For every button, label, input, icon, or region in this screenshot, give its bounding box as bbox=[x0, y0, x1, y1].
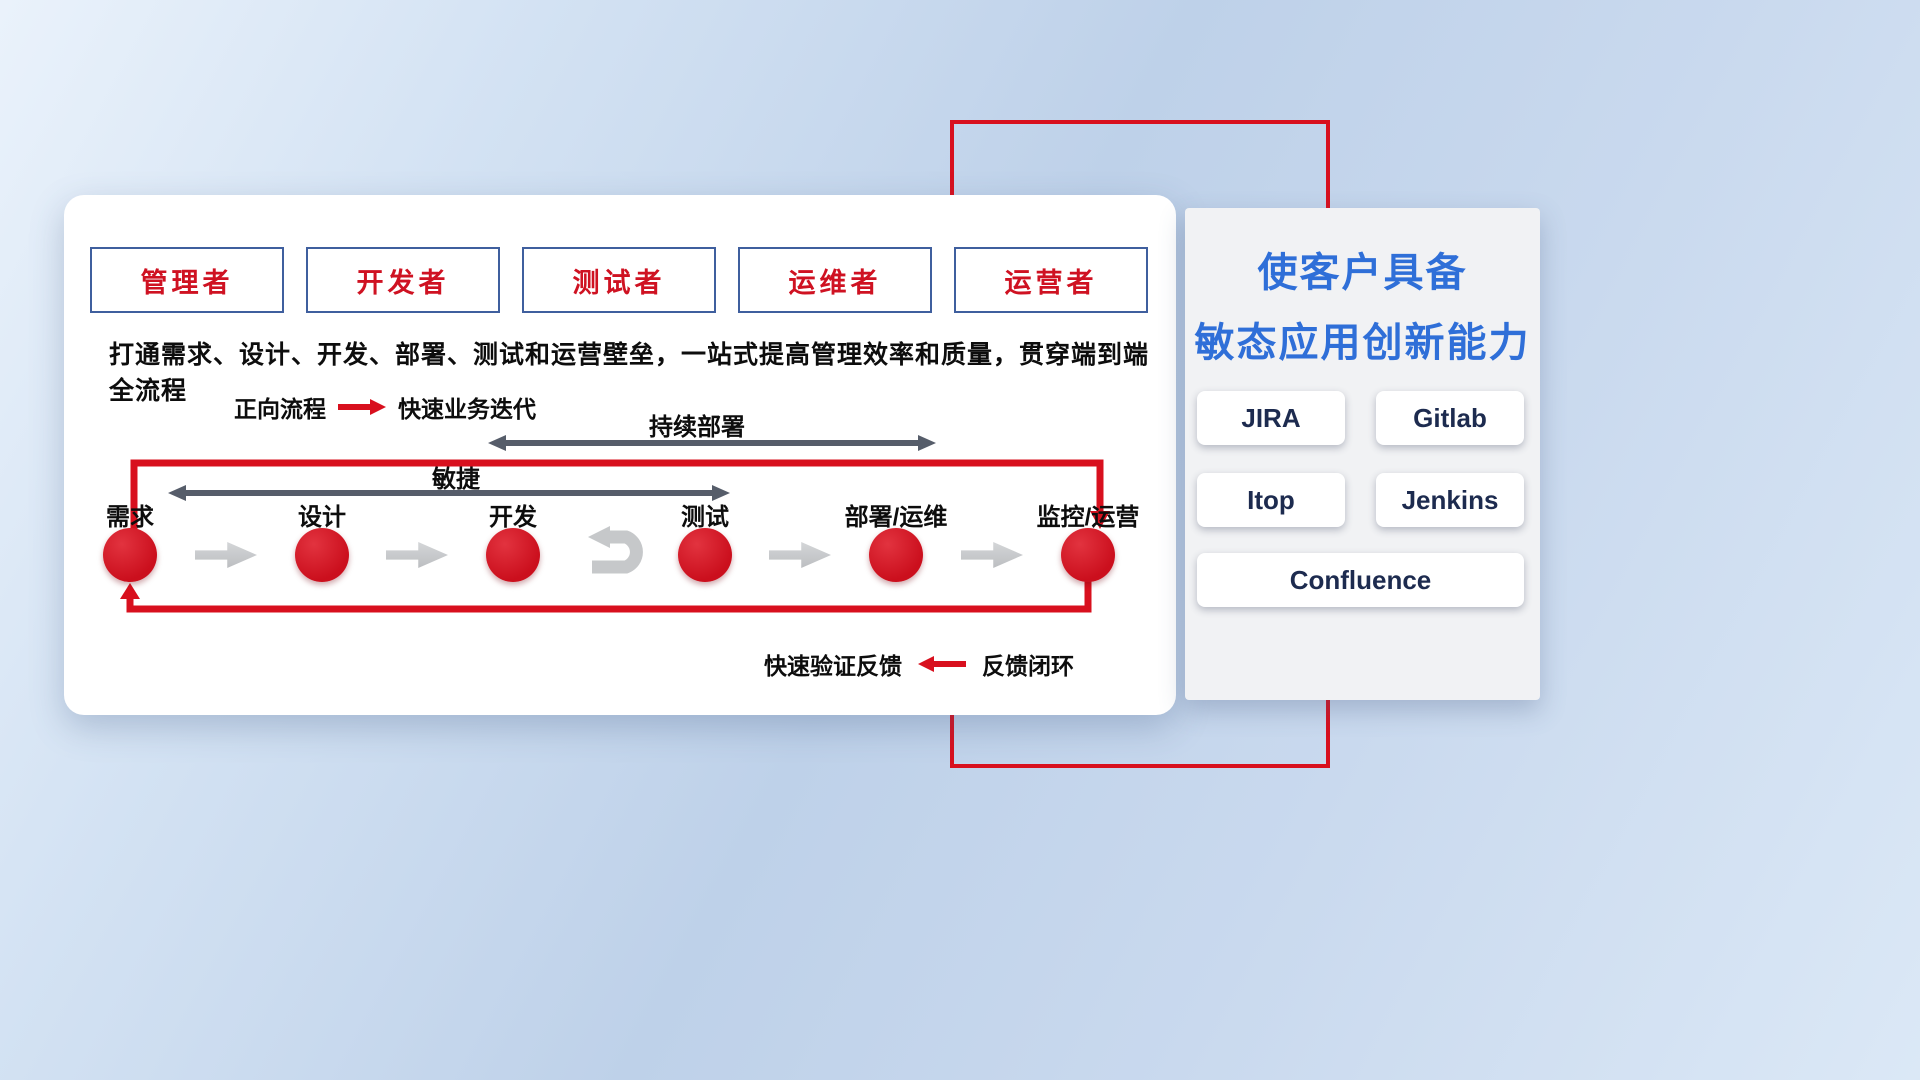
role-label: 测试者 bbox=[572, 267, 666, 298]
role-box-operator: 运营者 bbox=[954, 247, 1148, 313]
continuous-deploy-arrow-icon bbox=[488, 435, 936, 451]
devops-flow-panel: 管理者 开发者 测试者 运维者 运营者 打通需求、设计、开发、部署、测试和运营壁… bbox=[64, 195, 1176, 715]
tool-chip-gitlab: Gitlab bbox=[1376, 391, 1524, 445]
feedback-legend: 快速验证反馈 反馈闭环 bbox=[764, 647, 1074, 681]
forward-flow-label: 正向流程 bbox=[234, 396, 326, 422]
step-label-test: 测试 bbox=[681, 504, 729, 531]
step-node-develop bbox=[486, 528, 540, 582]
agile-arrow-icon bbox=[168, 485, 730, 501]
tool-row: JIRA Gitlab bbox=[1197, 391, 1524, 445]
forward-flow-desc: 快速业务迭代 bbox=[398, 396, 536, 422]
role-box-manager: 管理者 bbox=[90, 247, 284, 313]
iterate-loop-icon bbox=[588, 526, 643, 574]
tool-chip-jenkins: Jenkins bbox=[1376, 473, 1524, 527]
step-node-test bbox=[678, 528, 732, 582]
role-label: 运维者 bbox=[788, 267, 882, 298]
role-box-ops: 运维者 bbox=[738, 247, 932, 313]
role-label: 管理者 bbox=[140, 267, 234, 298]
role-box-developer: 开发者 bbox=[306, 247, 500, 313]
step-node-deploy-ops bbox=[869, 528, 923, 582]
feedback-desc: 快速验证反馈 bbox=[764, 653, 902, 679]
capability-panel: 使客户具备 敏态应用创新能力 JIRA Gitlab Itop Jenkins … bbox=[1185, 208, 1540, 700]
step-node-requirement bbox=[103, 528, 157, 582]
forward-flow-legend: 正向流程 快速业务迭代 bbox=[234, 390, 536, 424]
agile-label: 敏捷 bbox=[432, 466, 480, 493]
tool-row: Confluence bbox=[1197, 553, 1524, 607]
red-loop-lines bbox=[120, 459, 1110, 613]
step-label-design: 设计 bbox=[298, 504, 346, 531]
right-arrow-icon bbox=[338, 399, 386, 415]
step-node-monitor-operate bbox=[1061, 528, 1115, 582]
capability-title-line2: 敏态应用创新能力 bbox=[1194, 321, 1531, 365]
role-label: 运营者 bbox=[1004, 267, 1098, 298]
left-arrow-icon bbox=[918, 656, 966, 672]
tool-chip-confluence: Confluence bbox=[1197, 553, 1524, 607]
step-label-requirement: 需求 bbox=[106, 504, 154, 531]
tool-chip-jira: JIRA bbox=[1197, 391, 1345, 445]
feedback-loop-label: 反馈闭环 bbox=[982, 653, 1074, 679]
step-node-design bbox=[295, 528, 349, 582]
continuous-deploy-label: 持续部署 bbox=[649, 414, 745, 441]
tool-chip-itop: Itop bbox=[1197, 473, 1345, 527]
step-label-develop: 开发 bbox=[489, 504, 537, 531]
tool-row: Itop Jenkins bbox=[1197, 473, 1524, 527]
role-box-tester: 测试者 bbox=[522, 247, 716, 313]
capability-title-line1: 使客户具备 bbox=[1257, 251, 1468, 295]
roles-row: 管理者 开发者 测试者 运维者 运营者 bbox=[64, 247, 1176, 313]
role-label: 开发者 bbox=[356, 267, 450, 298]
subtitle: 打通需求、设计、开发、部署、测试和运营壁垒，一站式提高管理效率和质量，贯穿端到端… bbox=[109, 341, 1150, 405]
step-label-deploy-ops: 部署/运维 bbox=[844, 504, 948, 531]
step-label-monitor-operate: 监控/运营 bbox=[1036, 504, 1140, 531]
